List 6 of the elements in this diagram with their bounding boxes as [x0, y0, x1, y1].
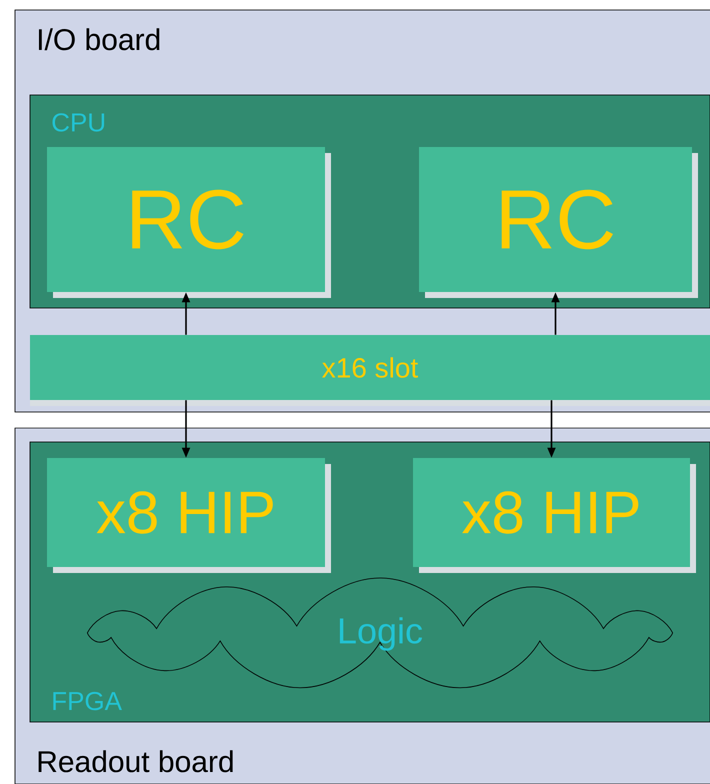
block-box: x8 HIP	[47, 458, 331, 573]
block-box: RC	[419, 147, 698, 298]
block-box: RC	[47, 147, 331, 298]
slot-bar: x16 slot	[30, 335, 710, 406]
logic-cloud: Logic	[86, 578, 674, 688]
block-box: x8 HIP	[413, 458, 696, 573]
